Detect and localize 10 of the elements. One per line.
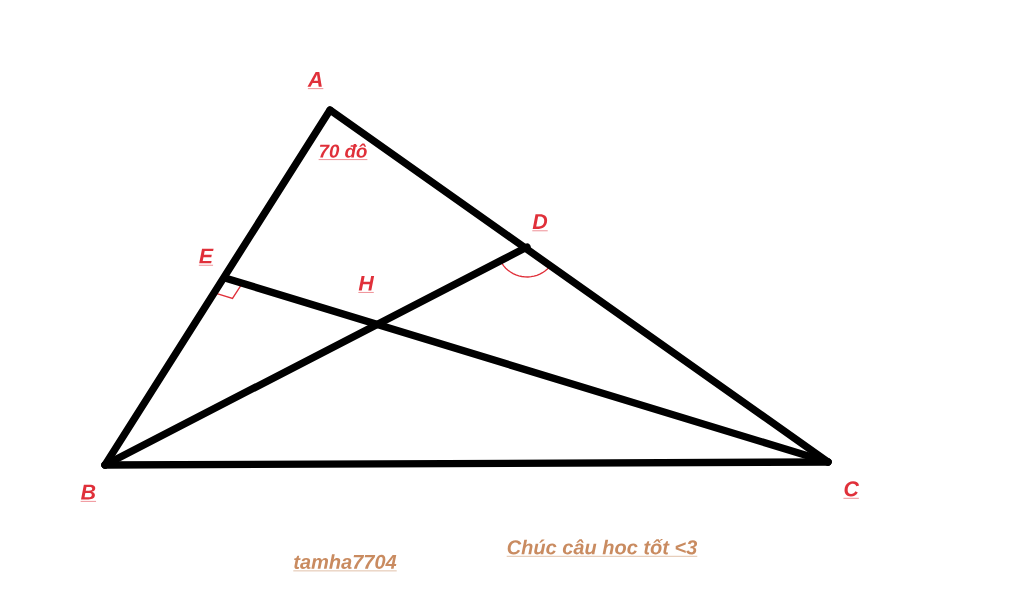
- point-label: C: [843, 481, 860, 499]
- point-label: H: [358, 275, 375, 293]
- point-label: E: [198, 248, 214, 266]
- point-label: D: [532, 214, 548, 232]
- point-label: B: [80, 484, 97, 502]
- signature-text: tamha7704: [293, 554, 397, 572]
- point-label: A: [307, 72, 324, 89]
- wish-text: Chúc câu hoc tốt <3: [506, 538, 698, 557]
- angle-label: 70 đô: [318, 143, 368, 160]
- line-segment: [101, 243, 531, 469]
